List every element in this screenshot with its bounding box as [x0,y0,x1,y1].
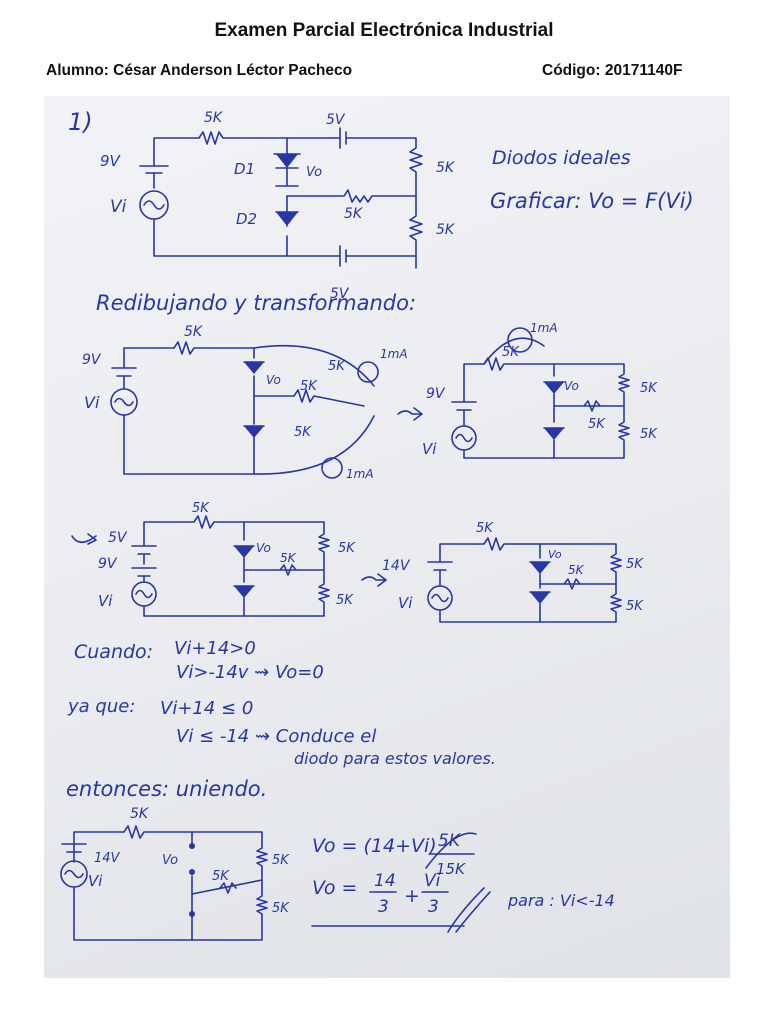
c2-vo: Vo [266,373,281,387]
problem-number: 1) [68,108,93,136]
c3-batt: 9V [426,386,446,402]
c5-r1: 5K [626,557,644,572]
c4-src: 5V [108,530,128,546]
yaque-line-3: diodo para estos valores. [294,749,496,768]
c2-vi: Vi [84,393,100,412]
circuit-5: 5K 14V Vi Vo 5K 5K 5K [382,521,644,623]
equation-2-plus: + [404,885,420,907]
c1-batt: 9V [100,152,122,170]
c2-r3: 5K [294,425,312,440]
c6-r1: 5K [272,853,290,868]
entonces-uniendo: entonces: uniendo. [66,777,267,801]
circuit-2: 5K 9V Vi Vo 5K 5K 5K 1mA 1mA [82,324,408,481]
c1-r-mid: 5K [344,206,364,222]
c5-r-top: 5K [476,521,494,536]
c3-vo: Vo [564,379,579,393]
yaque-line-1: Vi+14 ≤ 0 [160,698,253,719]
c2-ma1: 1mA [380,347,408,361]
c4-r3: 5K [336,593,354,608]
equation-2-b-den: 3 [428,897,439,917]
c2-ma2: 1mA [346,467,374,481]
para-condition: para : Vi<-14 [507,891,615,910]
c1-vo: Vo [306,165,322,180]
c6-r3: 5K [272,901,290,916]
student-name: Alumno: César Anderson Léctor Pacheco [46,62,353,79]
c2-r2: 5K [300,379,318,394]
redraw-heading: Redibujando y transformando: [96,291,416,315]
exam-title: Examen Parcial Electrónica Industrial [214,20,554,41]
yaque-line-2: Vi ≤ -14 ⇝ Conduce el [176,726,376,747]
c2-r1: 5K [328,359,346,374]
c3-ma: 1mA [530,321,558,335]
c5-src: 14V [382,558,411,574]
c4-r2: 5K [280,551,297,565]
equation-2-b-num: Vi [424,871,441,891]
cuando-line-1: Vi+14>0 [174,638,256,659]
c3-r-top: 5K [502,345,520,360]
c1-r-top: 5K [204,110,224,126]
c4-r1: 5K [338,541,356,556]
circuit-1: 5K 5V 5V 9V Vi D1 D2 Vo 5K 5K 5K [100,110,456,302]
circuit-6: 5K 14V Vi Vo 5K 5K 5K [60,806,290,941]
c3-vi: Vi [422,440,437,458]
c3-r1: 5K [640,381,658,396]
c5-r3: 5K [626,599,644,614]
c4-r-top: 5K [192,501,210,516]
cuando-label: Cuando: [74,641,153,663]
c5-vo: Vo [548,548,562,561]
c4-vo: Vo [256,541,271,555]
c3-r2: 5K [588,417,606,432]
c2-r-top: 5K [184,324,204,340]
equation-2-lhs: Vo = [312,877,357,899]
handwritten-page: 1) 5K 5V 5V 9V Vi D1 D2 Vo 5K 5K 5K Diod… [44,96,730,978]
yaque-label: ya que: [67,696,135,717]
cuando-line-2: Vi>-14v ⇝ Vo=0 [176,662,324,683]
c3-r3: 5K [640,427,658,442]
c5-vi: Vi [398,594,413,612]
equation-2-a-num: 14 [374,871,396,891]
c4-batt: 9V [98,556,118,572]
c4-vi: Vi [98,592,113,610]
equation-1-lhs: Vo = (14+Vi) [312,835,437,857]
c1-vi: Vi [110,197,127,217]
c6-src: 14V [94,851,121,866]
handwritten-notes: 1) 5K 5V 5V 9V Vi D1 D2 Vo 5K 5K 5K Diod… [60,108,694,941]
c1-d2: D2 [236,210,257,228]
equation-2-a-den: 3 [378,897,389,917]
graph-task: Graficar: Vo = F(Vi) [490,189,694,213]
c6-vi: Vi [88,872,103,890]
circuit-4: 5K 5V 9V Vi Vo 5K 5K 5K [98,501,356,617]
equation-1-num: 5K [438,831,462,851]
c1-src-bottom: 5V [330,286,350,302]
circuit-3: 1mA 5K 9V Vi Vo 5K 5K 5K [422,321,658,459]
c5-r2: 5K [568,563,585,577]
c1-src-top: 5V [326,112,346,128]
c6-r2: 5K [212,869,230,884]
c6-r-top: 5K [130,806,150,822]
c1-r-right1: 5K [436,160,456,176]
c1-d1: D1 [234,160,255,178]
equation-1-den: 15K [436,860,466,878]
ideal-diodes-note: Diodos ideales [492,147,631,169]
c1-r-right2: 5K [436,222,456,238]
c6-vo: Vo [162,853,178,868]
c2-batt: 9V [82,352,102,368]
student-code: Código: 20171140F [542,62,683,79]
